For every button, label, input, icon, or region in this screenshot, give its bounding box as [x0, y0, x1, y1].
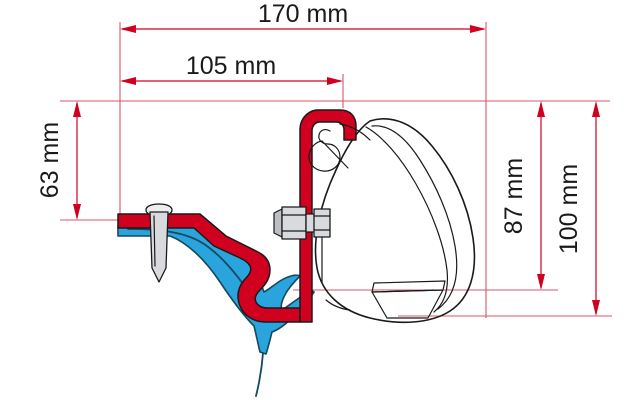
dim-170-arrow-left: [120, 25, 136, 33]
screw-highlight: [153, 215, 156, 267]
dim-105-arrow-left: [120, 77, 136, 85]
roof-rail-tail: [255, 352, 264, 397]
dim-63-arrow-top: [73, 101, 81, 117]
dim-105-arrow-right: [327, 77, 343, 85]
dim-87-label: 87 mm: [500, 158, 528, 234]
dimension-100mm: 100 mm: [555, 101, 600, 316]
awning-top-hook: [308, 123, 371, 172]
dim-100-arrow-top: [592, 101, 600, 117]
awning-case-outer: [314, 117, 476, 324]
awning-case-bottom-tick: [325, 299, 351, 311]
dimension-87mm: 87 mm: [500, 101, 545, 290]
dimension-63mm: 63 mm: [36, 101, 81, 220]
hook-stem: [321, 140, 349, 169]
dim-100-arrow-bottom: [592, 300, 600, 316]
dim-87-arrow-bottom: [537, 274, 545, 290]
bolt-nut-assembly: [273, 206, 331, 283]
hook-curl: [308, 129, 341, 172]
dim-105-label: 105 mm: [186, 52, 276, 80]
awning-case-inner-sweep: [365, 126, 449, 313]
dim-87-arrow-top: [537, 101, 545, 117]
dim-170-label: 170 mm: [258, 0, 348, 28]
hex-head-right: [313, 208, 331, 238]
awning-lead-rail: [371, 280, 446, 319]
lead-rail-front-face: [371, 289, 444, 319]
hook-upper-tie: [339, 123, 371, 141]
awning-case: [314, 117, 476, 324]
dim-63-arrow-bottom: [73, 204, 81, 220]
dim-63-label: 63 mm: [36, 122, 64, 198]
mounting-screw: [145, 203, 173, 283]
dimension-105mm: 105 mm: [120, 52, 343, 85]
dimension-170mm: 170 mm: [120, 0, 486, 33]
dim-100-label: 100 mm: [555, 164, 583, 254]
screw-shank: [149, 211, 169, 283]
awning-case-inner-contour: [371, 125, 458, 310]
bolt-end-cap: [273, 208, 283, 238]
dim-170-arrow-right: [470, 25, 486, 33]
hex-nut-left: [281, 206, 307, 240]
